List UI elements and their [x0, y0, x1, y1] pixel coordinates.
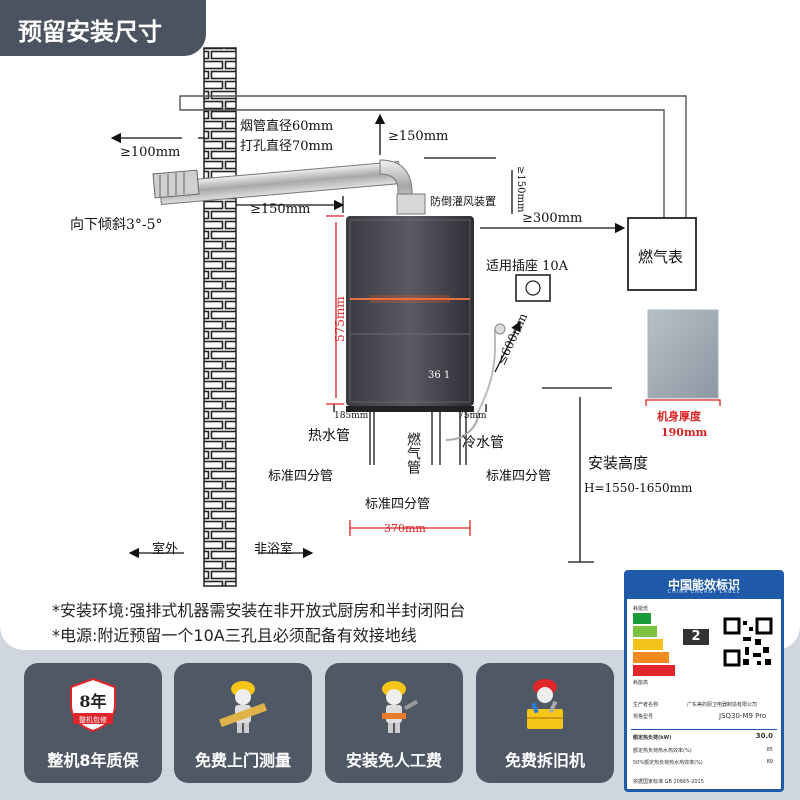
- install-height-label: 安装高度: [588, 454, 648, 472]
- energy-maker-val: 广东美的厨卫电器制造有限公司: [687, 702, 758, 708]
- warranty-badge-text: 整机包修: [79, 715, 107, 724]
- duct-outline-inner: [179, 95, 665, 220]
- height-575-label: 575mm: [333, 296, 347, 342]
- std-pipe-left-label: 标准四分管: [268, 469, 333, 484]
- width-370-label: 370mm: [384, 522, 426, 535]
- service-card-measure[interactable]: 免费上门测量: [174, 663, 312, 783]
- energy-model-val: JSQ30-M9 Pro: [719, 712, 767, 720]
- energy-row1-val: 30.0: [755, 732, 773, 740]
- heater-display: 36 1: [428, 370, 450, 381]
- dim-150-vert-label: ≥150mm: [515, 166, 526, 213]
- installation-diagram: 36 1: [70, 47, 721, 587]
- worker-tool-icon: [382, 681, 419, 733]
- header-tab: 预留安装尺寸: [0, 0, 206, 56]
- service-card-install[interactable]: 安装免人工费: [325, 663, 463, 783]
- energy-top-text: 耗能低: [633, 606, 649, 612]
- dim-150-side-label: ≥150mm: [250, 202, 310, 217]
- dim-75-label: 75mm: [458, 411, 487, 421]
- gas-meter-box: [627, 217, 697, 291]
- hot-water-label: 热水管: [308, 428, 350, 444]
- energy-row2-val: 85: [766, 747, 773, 753]
- tilt-label: 向下倾斜3°-5°: [70, 217, 163, 233]
- dim-600-label: ≤600mm: [494, 310, 530, 367]
- energy-maker-key: 生产者名称: [633, 702, 659, 708]
- body-thickness-label: 机身厚度: [657, 409, 702, 423]
- worker-toolbox-icon: [527, 679, 563, 729]
- install-height-value: H=1550-1650mm: [584, 481, 693, 495]
- std-pipe-mid-label: 标准四分管: [365, 497, 430, 512]
- gas-pipe-label: 燃气管: [405, 431, 421, 474]
- brick-wall: [203, 47, 237, 587]
- energy-row2-key: 额定热负荷热水热效率(%): [633, 748, 692, 754]
- note-power: *电源:附近预留一个10A三孔且必须配备有效接地线: [52, 626, 417, 645]
- gas-meter-label: 燃气表: [638, 248, 683, 266]
- energy-row1-key: 额定热负荷(kW): [633, 735, 672, 741]
- anti-backflow-label: 防倒灌风装置: [430, 194, 496, 208]
- energy-label-title: 中国能效标识: [627, 573, 781, 599]
- service-label-measure: 免费上门测量: [194, 751, 291, 770]
- diagram-panel: 36 1: [0, 0, 800, 650]
- cold-water-label: 冷水管: [462, 435, 504, 451]
- worker-ruler-icon: [219, 681, 267, 733]
- dim-300-label: ≥300mm: [522, 211, 582, 226]
- energy-model-key: 规格型号: [633, 714, 654, 720]
- shower-hose: [477, 327, 498, 413]
- service-label-warranty: 整机8年质保: [47, 751, 139, 770]
- service-label-install: 安装免人工费: [345, 751, 442, 770]
- warranty-badge-icon: 8年 整机包修: [70, 677, 116, 733]
- service-label-removal: 免费拆旧机: [504, 751, 585, 770]
- dim-150-top-label: ≥150mm: [388, 129, 448, 144]
- std-pipe-right-label: 标准四分管: [486, 469, 551, 484]
- energy-label: 中国能效标识 CHINA ENERGY LABEL 耗能低 耗能高 2 生产者名…: [624, 570, 784, 792]
- dim-100-label: ≥100mm: [120, 145, 180, 160]
- outdoor-label: 室外: [152, 541, 178, 557]
- note-environment: *安装环境:强排式机器需安装在非开放式厨房和半封闭阳台: [52, 601, 466, 620]
- energy-row3-val: 89: [766, 759, 773, 765]
- flue-diameter-label: 烟管直径60mm: [240, 119, 333, 134]
- page-title: 预留安装尺寸: [18, 18, 162, 46]
- non-bathroom-label: 非浴室: [254, 541, 293, 557]
- hole-diameter-label: 打孔直径70mm: [240, 139, 333, 154]
- energy-bottom-text: 耗能高: [633, 680, 649, 686]
- energy-grade-bars: [633, 613, 675, 676]
- flue-pipe: [152, 159, 426, 215]
- power-socket: [515, 274, 551, 302]
- duct-outline-outer: [183, 95, 687, 220]
- energy-label-subtitle: CHINA ENERGY LABEL: [667, 589, 741, 595]
- energy-footer: 依据国家标准 GB 20665-2015: [633, 779, 704, 785]
- energy-row3-key: 50%额定热负荷热水热效率(%): [633, 760, 703, 766]
- body-thickness-panel: [647, 309, 719, 399]
- energy-grade-indicator: 2: [683, 629, 709, 645]
- service-card-warranty[interactable]: 8年 整机包修 整机8年质保: [24, 663, 162, 783]
- water-heater: 36 1: [346, 216, 474, 412]
- warranty-badge-years: 8年: [79, 692, 106, 711]
- dim-185-label: 185mm: [334, 411, 369, 421]
- shower-head-icon: [494, 323, 506, 335]
- qr-code-icon: [723, 617, 773, 667]
- body-thickness-value: 190mm: [661, 426, 708, 439]
- socket-label: 适用插座 10A: [486, 259, 569, 274]
- service-card-removal[interactable]: 免费拆旧机: [476, 663, 614, 783]
